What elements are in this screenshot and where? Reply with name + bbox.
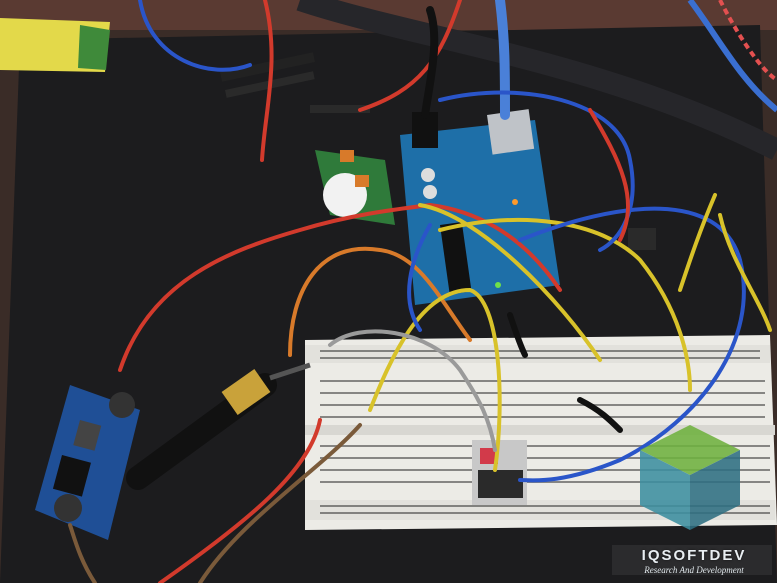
package-stripe [78, 25, 110, 70]
watermark-tagline: Research And Development [644, 565, 744, 575]
gsm-antenna [126, 362, 311, 490]
jumper-wires [68, 0, 772, 583]
striped-cable [718, 0, 777, 82]
watermark-name: IQSOFTDEV [641, 547, 747, 564]
watermark: IQSOFTDEV Research And Development [619, 425, 769, 575]
buck-converter [35, 385, 140, 540]
arduino-board [400, 109, 560, 305]
watermark-logo-icon [612, 425, 772, 575]
usb-blue-cable-top [687, 0, 777, 113]
pir-sensor [315, 150, 395, 225]
thick-cable [296, 0, 777, 160]
gsm-module [472, 440, 527, 505]
